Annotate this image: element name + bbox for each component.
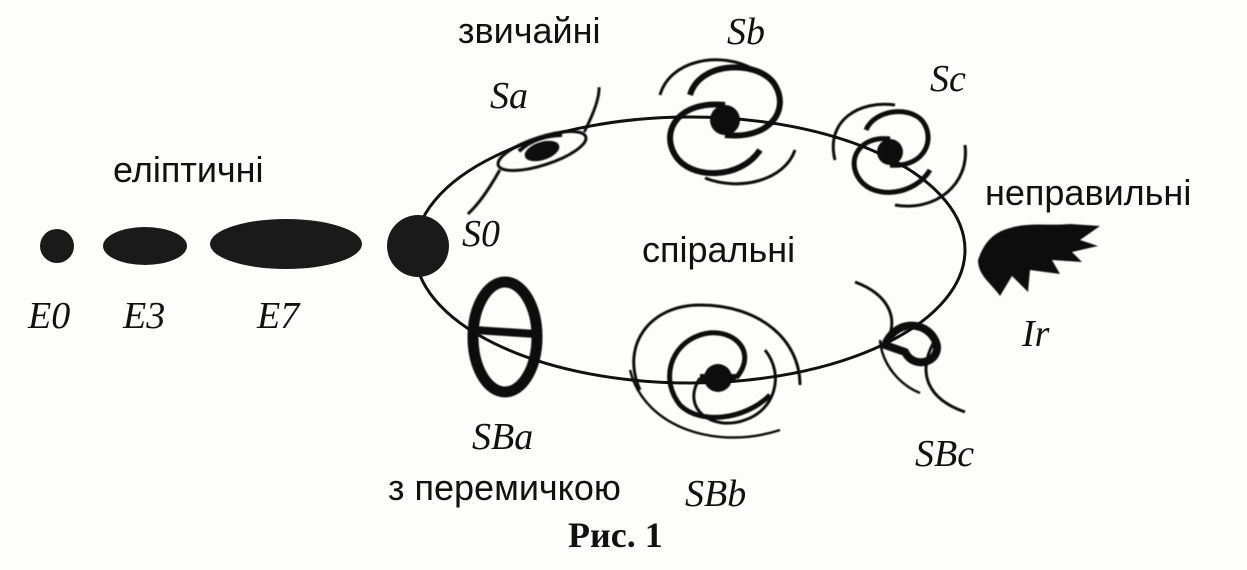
galaxy-sb-shape [658,58,797,186]
code-s0: S0 [462,213,500,255]
label-normal: звичайні [458,10,601,51]
label-barred: з перемичкою [388,467,621,508]
galaxy-sa-shape [466,87,601,216]
figure-caption: Рис. 1 [568,515,663,555]
galaxy-sba-shape [467,276,543,398]
galaxy-sc-shape [831,102,967,208]
galaxy-e3-shape [103,227,187,265]
galaxy-s0-shape [387,215,449,277]
code-sc: Sc [930,58,966,100]
code-ir: Ir [1022,313,1050,355]
code-e3: E3 [123,295,166,337]
galaxy-e7-shape [210,219,362,269]
galaxy-e0-shape [40,229,74,263]
galaxy-sbc-shape [854,280,966,414]
code-e0: E0 [28,295,71,337]
code-e7: E7 [257,295,300,337]
label-irregular: неправильні [985,172,1192,213]
code-sb: Sb [727,11,765,53]
galaxy-ir-shape [978,224,1100,296]
code-sa: Sa [490,75,528,117]
code-sbb: SBb [685,473,747,515]
galaxy-sbb-shape [628,303,802,439]
label-spiral: спіральні [642,229,796,270]
label-elliptical: еліптичні [113,149,264,190]
code-sbc: SBc [915,433,975,475]
code-sba: SBa [472,416,534,458]
